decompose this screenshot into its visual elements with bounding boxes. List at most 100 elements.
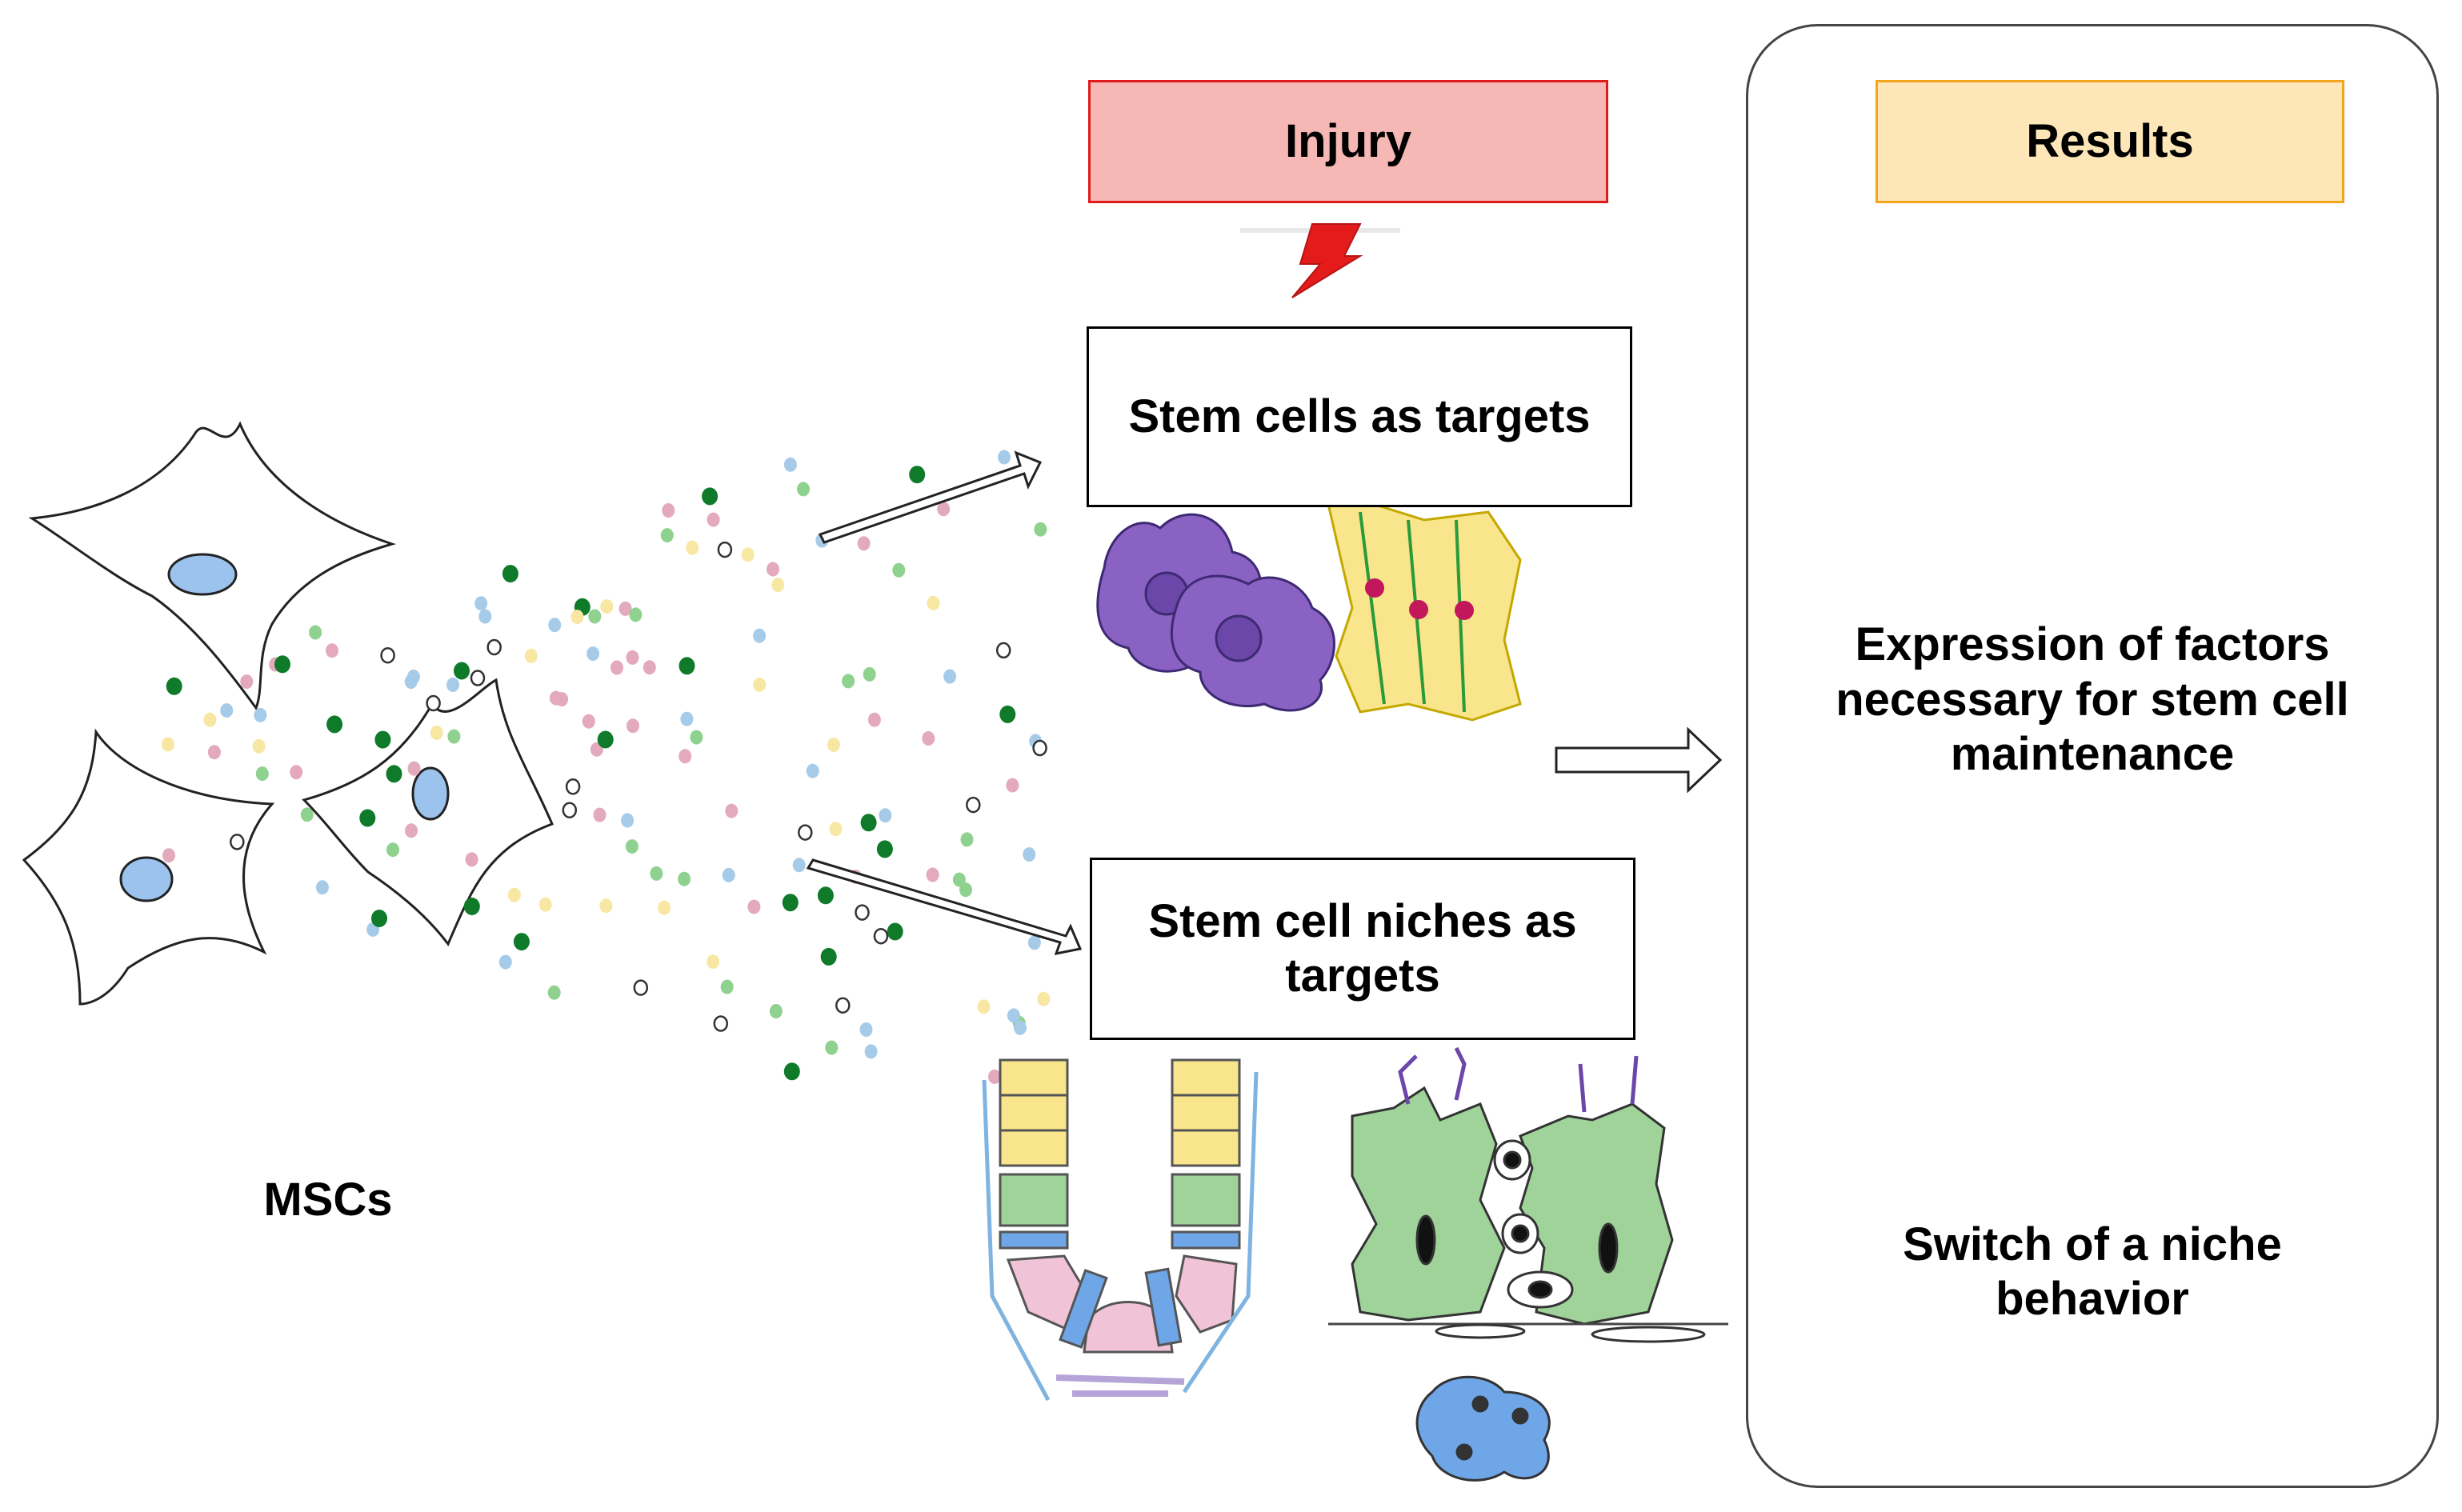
factor-dot <box>599 898 613 914</box>
factor-dot <box>842 674 855 689</box>
factor-dot <box>660 528 674 543</box>
factor-dot <box>386 765 402 783</box>
injury-label: Injury <box>1088 80 1608 203</box>
expression-label: Expression of factors necessary for stem… <box>1835 618 2349 781</box>
factor-dot <box>565 778 581 795</box>
factor-dot <box>782 894 799 912</box>
switch-label: Switch of a niche behavior <box>1903 1218 2282 1325</box>
factor-dot <box>230 834 245 850</box>
factor-dot <box>300 807 314 822</box>
factor-dot <box>474 596 488 611</box>
factor-dot <box>998 450 1011 465</box>
factor-dot <box>769 1004 783 1018</box>
factor-dot <box>797 482 810 497</box>
factor-dot <box>374 730 391 749</box>
factor-dot <box>643 660 656 675</box>
factor-dot <box>887 922 903 941</box>
factor-dot <box>937 502 951 517</box>
factor-dot <box>502 565 518 583</box>
factor-dot <box>863 666 876 682</box>
factor-dot <box>507 887 521 902</box>
factor-dot <box>679 749 692 764</box>
factor-dot <box>650 866 663 881</box>
macrophage-icon <box>1096 513 1335 712</box>
factor-dot <box>722 867 735 882</box>
factor-dot <box>999 705 1016 723</box>
msc-cell-icon <box>22 421 554 1006</box>
factor-dot <box>741 547 755 562</box>
factor-dot <box>274 655 290 674</box>
factor-dot <box>207 745 221 760</box>
factor-dot <box>662 503 675 518</box>
results-panel <box>1746 24 2439 1488</box>
factor-dot <box>827 738 840 753</box>
factor-dot <box>240 674 254 690</box>
factor-dot <box>315 880 329 895</box>
factor-dot <box>995 642 1011 659</box>
factor-dot <box>513 933 530 951</box>
factor-dot <box>864 1044 878 1059</box>
factor-dot <box>626 650 639 665</box>
factor-dot <box>454 662 470 680</box>
lightning-icon <box>1240 223 1400 298</box>
factor-dot <box>1032 739 1047 757</box>
factor-dot <box>407 761 421 776</box>
factor-dot <box>478 609 492 624</box>
factor-dot <box>162 737 174 752</box>
factor-dot <box>162 848 175 863</box>
factor-dot <box>988 1069 1001 1084</box>
factor-dot <box>926 867 939 882</box>
factor-dot <box>679 657 695 675</box>
factor-dot <box>960 832 974 847</box>
factor-dot <box>798 824 813 841</box>
factor-dot <box>686 540 699 555</box>
factor-dot <box>254 707 267 722</box>
factor-dot <box>873 927 889 945</box>
factor-dot <box>860 814 877 832</box>
neuron-icon <box>1327 498 1522 722</box>
factor-dot <box>783 1062 800 1081</box>
factor-dot <box>1014 1020 1027 1035</box>
bone-niche-icon <box>1328 1046 1728 1482</box>
stem-cell-niches-targets-box: Stem cell niches as targets <box>1090 858 1635 1040</box>
factor-dot <box>927 595 940 610</box>
factor-dot <box>1034 522 1047 537</box>
factor-dot <box>597 730 614 749</box>
factor-dot <box>446 678 459 692</box>
factor-dot <box>625 839 639 854</box>
factor-dot <box>829 822 843 837</box>
factor-dot <box>588 609 602 624</box>
factor-dot <box>725 803 739 818</box>
factor-dot <box>658 900 671 915</box>
factor-dot <box>783 457 797 472</box>
factor-dot <box>959 882 972 898</box>
factor-dot <box>463 898 480 915</box>
factor-dot <box>252 738 266 754</box>
factor-dot <box>879 808 892 823</box>
factor-dot <box>629 607 643 622</box>
factor-dot <box>1023 847 1036 862</box>
factor-dot <box>326 715 343 734</box>
factor-dot <box>713 1015 729 1032</box>
factor-dot <box>817 886 834 905</box>
factor-dot <box>470 670 486 686</box>
factor-dot <box>678 871 691 886</box>
factor-dot <box>859 1022 873 1037</box>
factor-dot <box>876 840 893 858</box>
factor-dot <box>771 578 785 593</box>
factor-dot <box>309 625 322 640</box>
factor-dot <box>255 766 269 782</box>
msc-label: MSCs <box>263 1173 393 1226</box>
factor-dot <box>447 729 461 744</box>
factor-dot <box>600 599 614 614</box>
factor-dot <box>825 1040 839 1055</box>
factor-dot <box>966 796 981 814</box>
factor-dot <box>486 638 502 656</box>
factor-dot <box>943 669 957 684</box>
factor-dot <box>806 763 819 778</box>
factor-dot <box>909 466 926 484</box>
factor-dot <box>892 562 906 578</box>
factor-dot <box>465 852 478 867</box>
factor-dot <box>835 997 851 1014</box>
